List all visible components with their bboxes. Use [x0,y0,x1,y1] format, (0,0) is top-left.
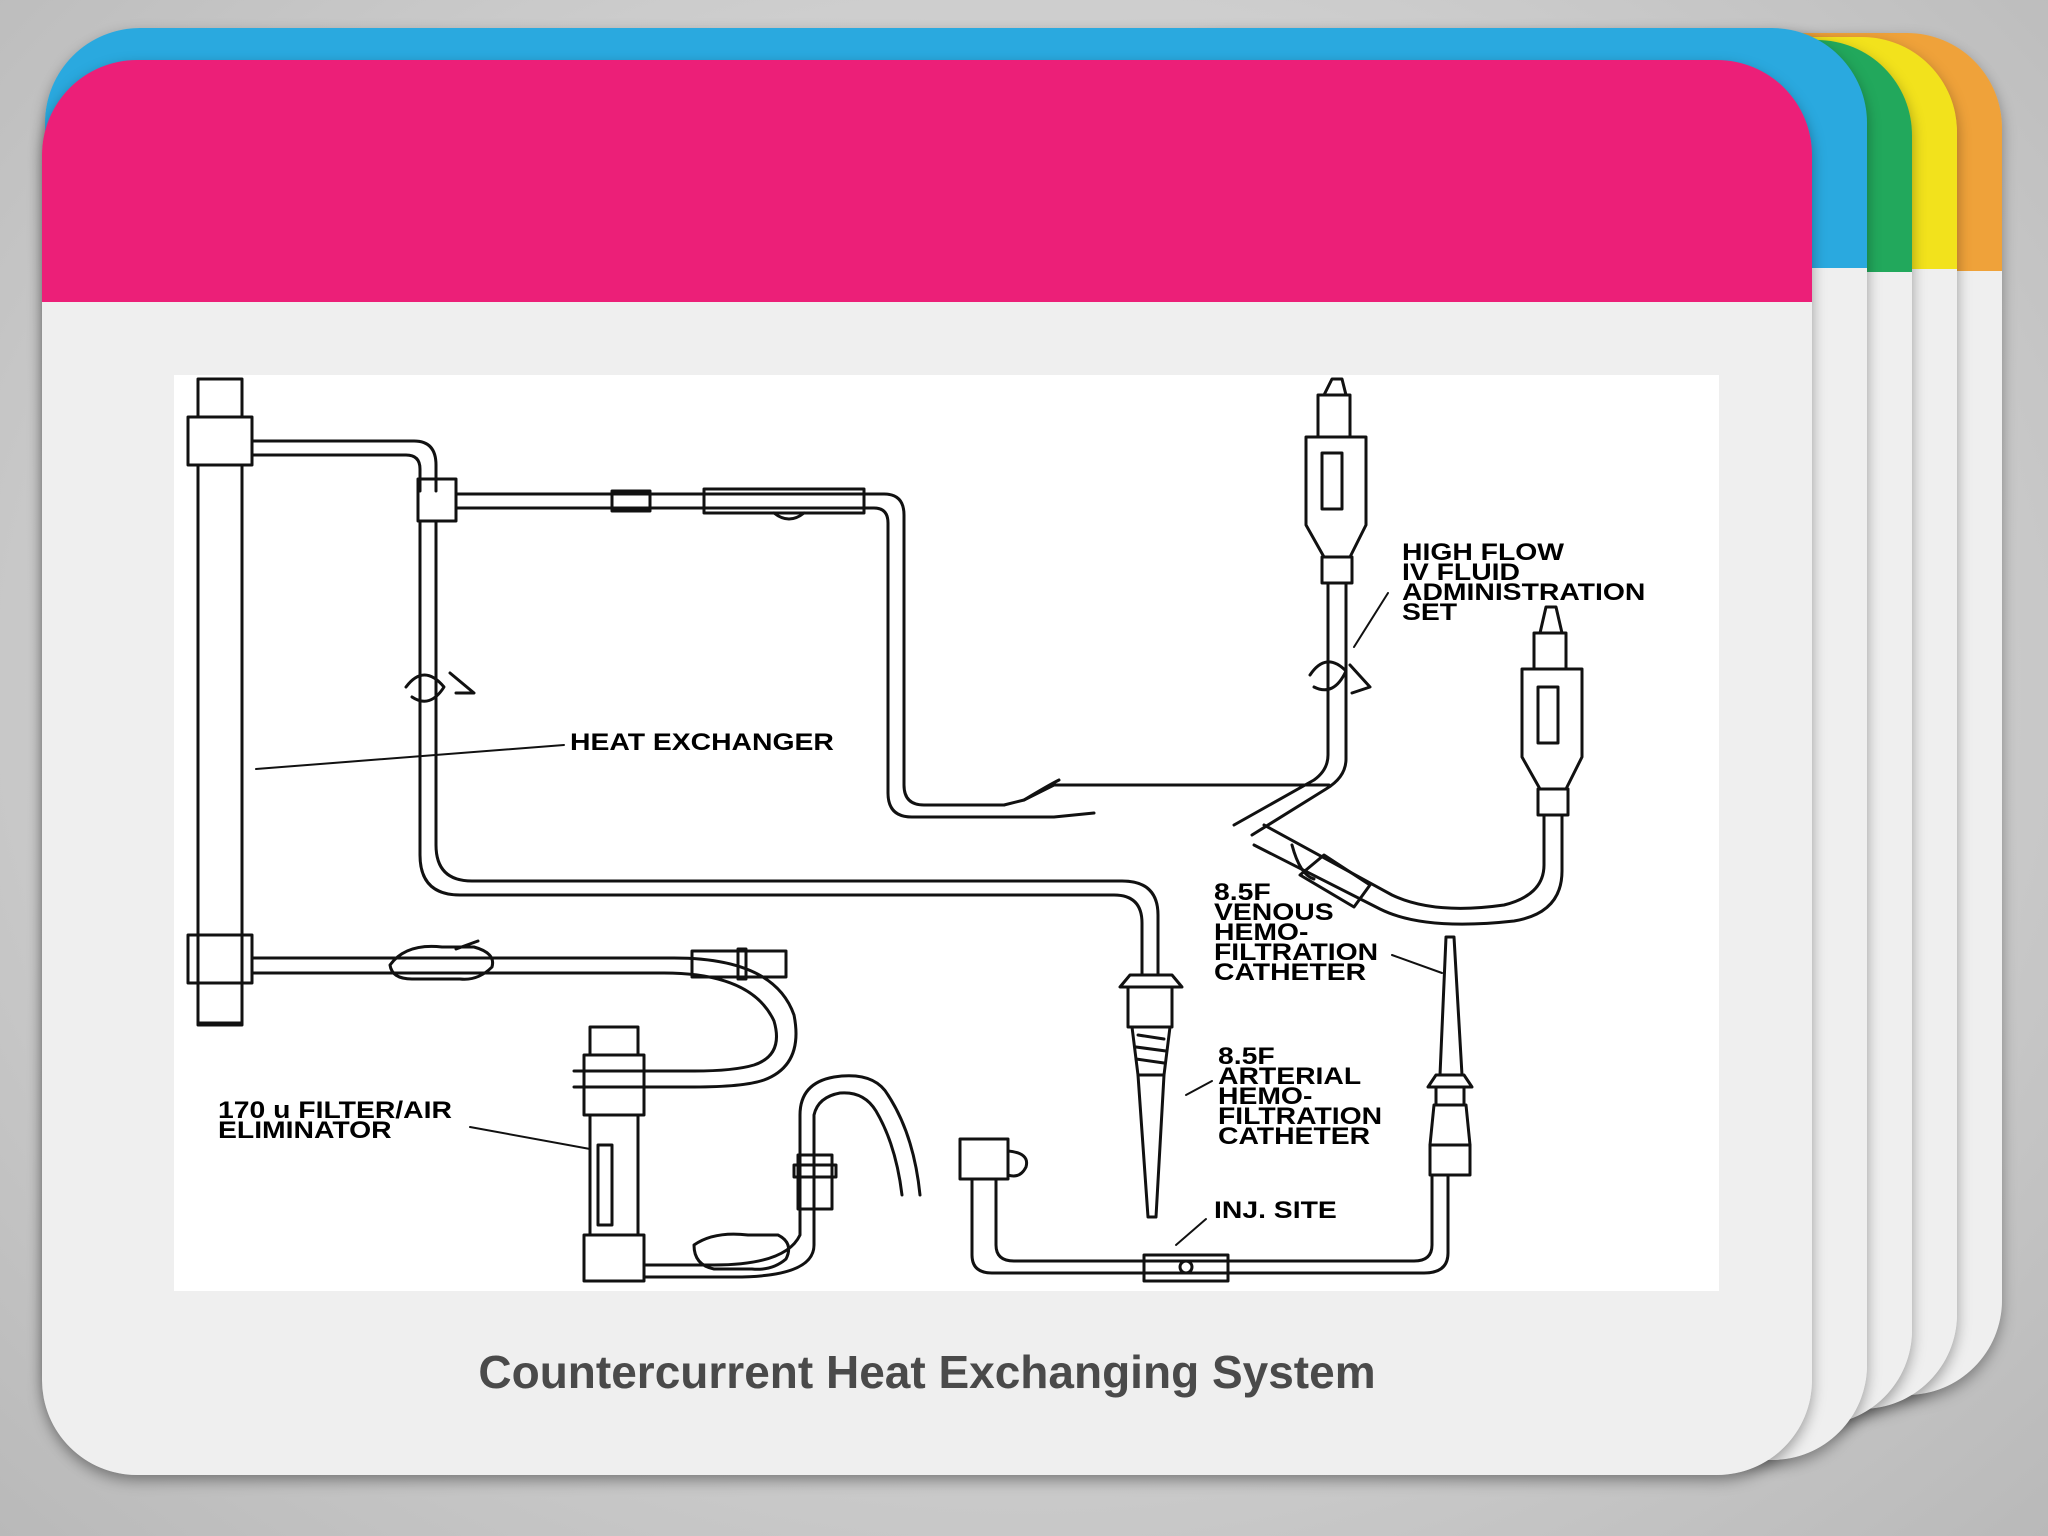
label-venous-catheter: 8.5F VENOUS HEMO- FILTRATION CATHETER [1214,879,1379,986]
label-arterial-catheter: 8.5F ARTERIAL HEMO- FILTRATION CATHETER [1218,1043,1383,1150]
filter-air-eliminator [582,1025,646,1283]
label-high-flow-iv-set: HIGH FLOW IV FLUID ADMINISTRATION SET [1402,539,1646,626]
top-tube [250,439,1006,819]
heat-exchanger-diagram: HEAT EXCHANGER HIGH FLOW IV FLUID ADMINI… [174,375,1719,1291]
iv-set-lower [1252,605,1584,926]
label-heat-exchanger: HEAT EXCHANGER [570,729,834,756]
return-tube [404,519,1160,977]
heat-exchanger-column [186,377,254,1027]
slide-caption: Countercurrent Heat Exchanging System [478,1346,1376,1398]
lower-loop-tube [642,1074,922,1279]
label-injection-site: INJ. SITE [1214,1197,1337,1224]
label-filter-air-eliminator: 170 u FILTER/AIR ELIMINATOR [218,1097,452,1144]
venous-catheter [1118,973,1184,1219]
leader-lines [255,592,1443,1246]
bottom-tube [250,939,798,1089]
y-junction [1002,778,1331,819]
arterial-catheter [1426,935,1474,1177]
diagram-drawing [186,377,1584,1283]
header-band [42,60,1812,302]
injection-site-tube [958,1137,1450,1283]
iv-set-upper [1232,377,1372,837]
